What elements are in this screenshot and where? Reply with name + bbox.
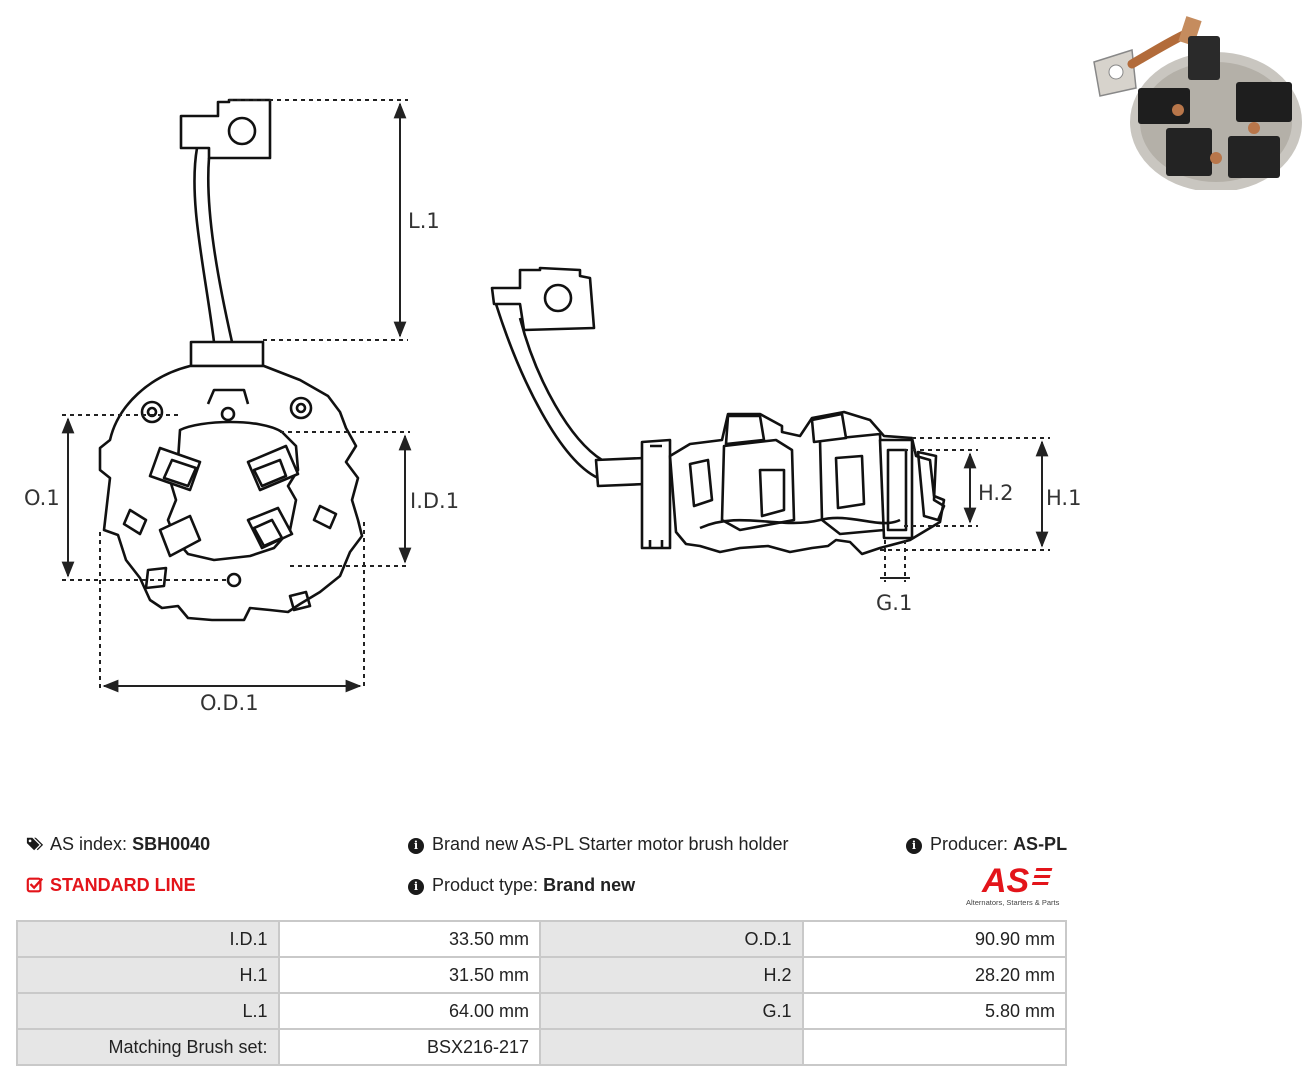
info-icon: i (408, 879, 424, 895)
producer: i Producer: AS-PL (906, 834, 1067, 855)
table-row: H.1 31.50 mm H.2 28.20 mm (16, 956, 1068, 994)
spec-label: G.1 (539, 992, 804, 1030)
spec-value: 33.50 mm (277, 920, 542, 958)
front-view (98, 98, 364, 622)
spec-label: L.1 (16, 992, 280, 1030)
as-logo: AS Alternators, Starters & Parts (966, 862, 1060, 907)
spec-value: 28.20 mm (801, 956, 1068, 994)
product-description: i Brand new AS-PL Starter motor brush hol… (408, 834, 789, 855)
spec-value: 31.50 mm (277, 956, 542, 994)
as-index-value: SBH0040 (132, 834, 211, 854)
dim-label-h1: H.1 (1046, 486, 1081, 510)
product-type: i Product type: Brand new (408, 875, 635, 896)
standard-line-label: STANDARD LINE (50, 875, 196, 895)
spec-label: I.D.1 (16, 920, 280, 958)
dim-label-od1: O.D.1 (200, 691, 259, 715)
producer-value: AS-PL (1013, 834, 1068, 854)
dim-label-l1: L.1 (408, 209, 440, 233)
technical-drawing: L.1 O.1 I.D.1 O.D.1 (24, 98, 1081, 715)
product-photo (1093, 16, 1302, 190)
product-type-label: Product type: (432, 875, 539, 895)
spec-label: H.1 (16, 956, 280, 994)
spec-label (539, 1028, 804, 1066)
table-row: Matching Brush set: BSX216-217 (16, 1028, 1068, 1066)
checkbox-checked-icon (26, 877, 44, 893)
spec-label: Matching Brush set: (16, 1028, 280, 1066)
table-row: I.D.1 33.50 mm O.D.1 90.90 mm (16, 920, 1068, 958)
specs-table: I.D.1 33.50 mm O.D.1 90.90 mm H.1 31.50 … (16, 920, 1068, 1066)
as-index-label: AS index: (50, 834, 128, 854)
spec-label: H.2 (539, 956, 804, 994)
spec-value: BSX216-217 (277, 1028, 542, 1066)
spec-label: O.D.1 (539, 920, 804, 958)
info-icon: i (408, 838, 424, 854)
logo-mark: AS (981, 862, 1030, 900)
description-text: Brand new AS-PL Starter motor brush hold… (432, 834, 789, 854)
dim-label-h2: H.2 (978, 481, 1013, 505)
table-row: L.1 64.00 mm G.1 5.80 mm (16, 992, 1068, 1030)
dim-label-o1: O.1 (24, 486, 60, 510)
side-view (490, 266, 946, 556)
logo-tagline: Alternators, Starters & Parts (966, 898, 1060, 907)
spec-value (801, 1028, 1068, 1066)
tags-icon (26, 837, 44, 851)
spec-value: 64.00 mm (277, 992, 542, 1030)
as-index: AS index: SBH0040 (26, 834, 210, 855)
dim-label-g1: G.1 (876, 591, 912, 615)
product-type-value: Brand new (543, 875, 636, 895)
producer-label: Producer: (930, 834, 1009, 854)
standard-line: STANDARD LINE (26, 875, 196, 896)
info-icon: i (906, 838, 922, 854)
spec-value: 90.90 mm (801, 920, 1068, 958)
spec-value: 5.80 mm (801, 992, 1068, 1030)
dim-label-id1: I.D.1 (410, 489, 459, 513)
